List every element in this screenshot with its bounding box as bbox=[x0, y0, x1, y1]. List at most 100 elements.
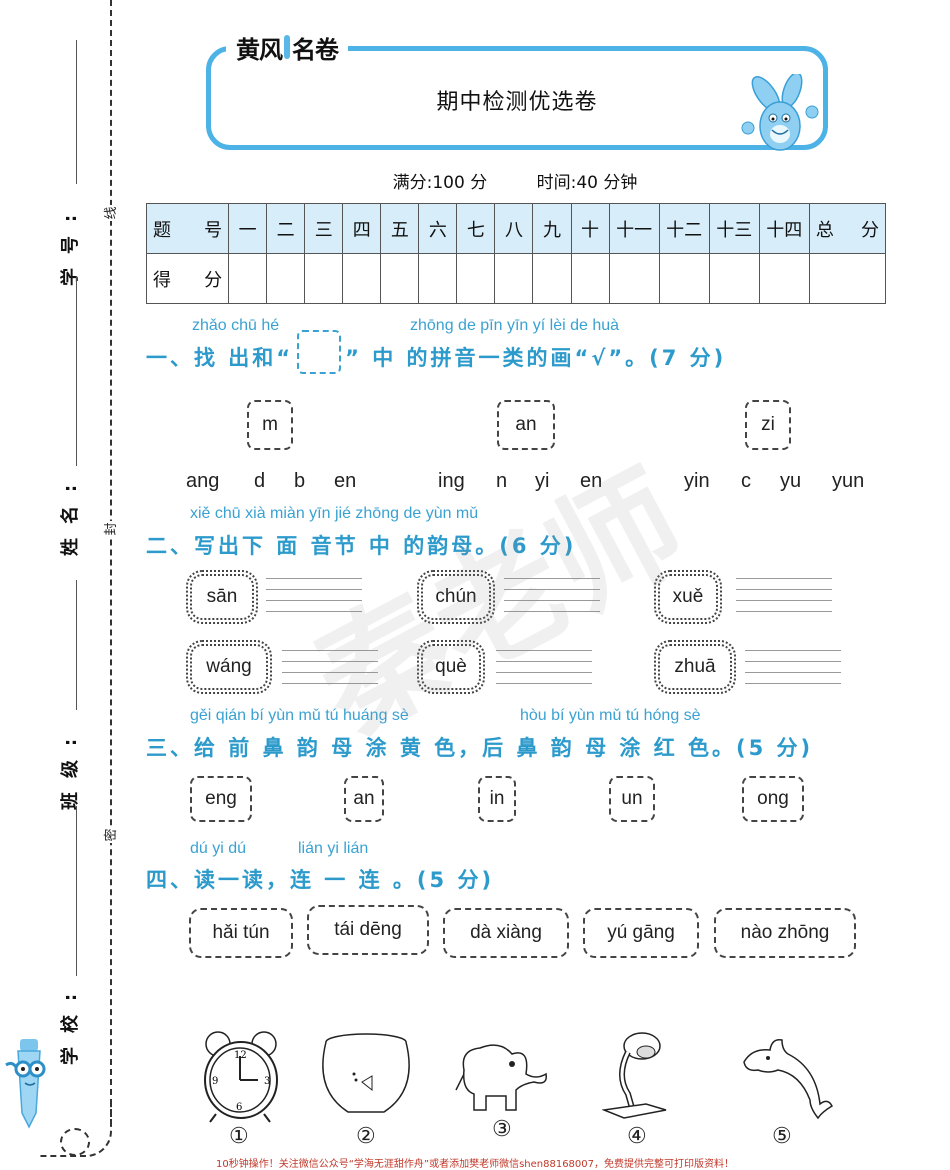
q2-syllable: zhuā bbox=[654, 640, 736, 694]
full-score: 满分:100 分 bbox=[392, 173, 488, 193]
score-cell[interactable] bbox=[456, 253, 496, 304]
col-13: 十三 bbox=[708, 203, 760, 254]
binding-dashed-line bbox=[110, 0, 112, 1125]
exam-meta: 满分:100 分 时间:40 分钟 bbox=[0, 168, 950, 193]
q2-answer-lines[interactable] bbox=[736, 578, 832, 622]
q1-option[interactable]: ing bbox=[438, 470, 465, 492]
q4-word-card[interactable]: hǎi tún bbox=[189, 908, 293, 958]
q1-pinyin-left: zhǎo chū hé bbox=[192, 317, 280, 334]
col-3: 三 bbox=[304, 203, 344, 254]
q1-option[interactable]: yu bbox=[780, 470, 802, 492]
score-cell[interactable] bbox=[266, 253, 306, 304]
brand-part-2: 名卷 bbox=[292, 35, 339, 64]
student-id-label: 学号: bbox=[60, 200, 81, 286]
svg-text:9: 9 bbox=[212, 1076, 218, 1087]
pencil-mascot-icon bbox=[5, 1039, 46, 1129]
q1-option[interactable]: en bbox=[334, 470, 357, 492]
name-label: 姓名: bbox=[60, 470, 81, 556]
q2-answer-lines[interactable] bbox=[266, 578, 362, 622]
alarm-clock-icon[interactable]: 12 3 6 9 bbox=[198, 1028, 284, 1124]
score-table-header-row: 题 号 一 二 三 四 五 六 七 八 九 十 十一 十二 十三 十四 总 分 bbox=[145, 203, 887, 254]
score-cell[interactable] bbox=[418, 253, 458, 304]
col-14: 十四 bbox=[758, 203, 810, 254]
fish-bowl-icon[interactable] bbox=[318, 1030, 414, 1116]
q1-option[interactable]: ang bbox=[186, 470, 220, 492]
q4-word-card[interactable]: tái dēng bbox=[307, 905, 429, 955]
total-score-cell[interactable] bbox=[808, 253, 887, 304]
pic-num-4: ④ bbox=[627, 1124, 647, 1149]
q1-option[interactable]: yin bbox=[684, 470, 710, 492]
class-line[interactable] bbox=[76, 580, 77, 710]
pic-num-3: ③ bbox=[492, 1117, 512, 1142]
score-cell[interactable] bbox=[494, 253, 534, 304]
svg-text:3: 3 bbox=[264, 1076, 270, 1087]
score-cell[interactable] bbox=[342, 253, 382, 304]
pic-num-2: ② bbox=[356, 1124, 376, 1149]
pic-num-1: ① bbox=[229, 1124, 249, 1149]
score-cell[interactable] bbox=[228, 253, 268, 304]
school-line[interactable] bbox=[76, 806, 77, 976]
q3-final-box[interactable]: in bbox=[478, 776, 516, 822]
q1-option[interactable]: d bbox=[254, 470, 266, 492]
q3-pinyin-left: gěi qián bí yùn mǔ tú huáng sè bbox=[190, 707, 409, 724]
elephant-icon[interactable] bbox=[450, 1030, 554, 1116]
q1-option[interactable]: n bbox=[496, 470, 508, 492]
q1-option[interactable]: yi bbox=[535, 470, 550, 492]
q4-word-card[interactable]: nào zhōng bbox=[714, 908, 856, 958]
q1-target-an: an bbox=[497, 400, 555, 450]
q2-answer-lines[interactable] bbox=[496, 650, 592, 694]
time-limit: 时间:40 分钟 bbox=[536, 173, 638, 193]
school-label: 学校: bbox=[60, 979, 81, 1065]
col-5: 五 bbox=[380, 203, 420, 254]
q1-option[interactable]: yun bbox=[832, 470, 865, 492]
q1-option[interactable]: c bbox=[741, 470, 751, 492]
score-table: 题 号 一 二 三 四 五 六 七 八 九 十 十一 十二 十三 十四 总 分 … bbox=[145, 203, 887, 304]
q1-option[interactable]: en bbox=[580, 470, 603, 492]
score-cell[interactable] bbox=[570, 253, 610, 304]
q4-pinyin-right: lián yi lián bbox=[298, 840, 369, 857]
q3-final-box[interactable]: un bbox=[609, 776, 655, 822]
q3-final-box[interactable]: eng bbox=[190, 776, 252, 822]
score-cell[interactable] bbox=[380, 253, 420, 304]
q4-word-card[interactable]: yú gāng bbox=[583, 908, 699, 958]
score-label: 得 分 bbox=[145, 253, 230, 304]
q2-syllable: què bbox=[417, 640, 485, 694]
score-cell[interactable] bbox=[708, 253, 760, 304]
q1-option[interactable]: b bbox=[294, 470, 306, 492]
desk-lamp-icon[interactable] bbox=[602, 1030, 672, 1122]
name-line[interactable] bbox=[76, 276, 77, 466]
score-cell[interactable] bbox=[658, 253, 710, 304]
q2-answer-lines[interactable] bbox=[504, 578, 600, 622]
brand-separator-icon bbox=[284, 35, 290, 59]
footer-promo: 10秒钟操作！关注微信公众号“学海无涯甜作舟”或者添加樊老师微信shen8816… bbox=[215, 1159, 735, 1170]
student-id-line[interactable] bbox=[76, 40, 77, 184]
q2-answer-lines[interactable] bbox=[282, 650, 378, 694]
score-cell[interactable] bbox=[304, 253, 344, 304]
brand-part-1: 黄风 bbox=[236, 35, 283, 64]
col-8: 八 bbox=[494, 203, 534, 254]
q1-title: 一、找 出和“” 中 的拼音一类的画“√”。(7 分) bbox=[146, 330, 727, 374]
q2-syllable: chún bbox=[417, 570, 495, 624]
score-cell[interactable] bbox=[758, 253, 810, 304]
binding-curve bbox=[38, 1105, 112, 1157]
dolphin-icon[interactable] bbox=[738, 1028, 834, 1120]
q3-final-box[interactable]: ong bbox=[742, 776, 804, 822]
q4-word-card[interactable]: dà xiàng bbox=[443, 908, 569, 958]
q1-blank-box-icon bbox=[297, 330, 342, 374]
q3-final-box[interactable]: an bbox=[344, 776, 384, 822]
score-cell[interactable] bbox=[608, 253, 660, 304]
seal-char-feng: 封 bbox=[103, 521, 121, 537]
q2-syllable: sān bbox=[186, 570, 258, 624]
score-table-score-row: 得 分 bbox=[145, 253, 887, 304]
class-label: 班级: bbox=[60, 724, 81, 810]
q1-pinyin-right: zhōng de pīn yīn yí lèi de huà bbox=[410, 317, 620, 334]
svg-text:12: 12 bbox=[234, 1050, 247, 1061]
q2-pinyin: xiě chū xià miàn yīn jié zhōng de yùn mǔ bbox=[190, 505, 479, 522]
q3-pinyin-right: hòu bí yùn mǔ tú hóng sè bbox=[520, 707, 701, 724]
score-cell[interactable] bbox=[532, 253, 572, 304]
q2-answer-lines[interactable] bbox=[745, 650, 841, 694]
total-label: 总 分 bbox=[808, 203, 887, 254]
seal-char-xian: 线 bbox=[103, 205, 121, 221]
q1-target-zi: zi bbox=[745, 400, 791, 450]
q1-title-right: ” 中 的拼音一类的画“√”。(7 分) bbox=[345, 346, 727, 370]
